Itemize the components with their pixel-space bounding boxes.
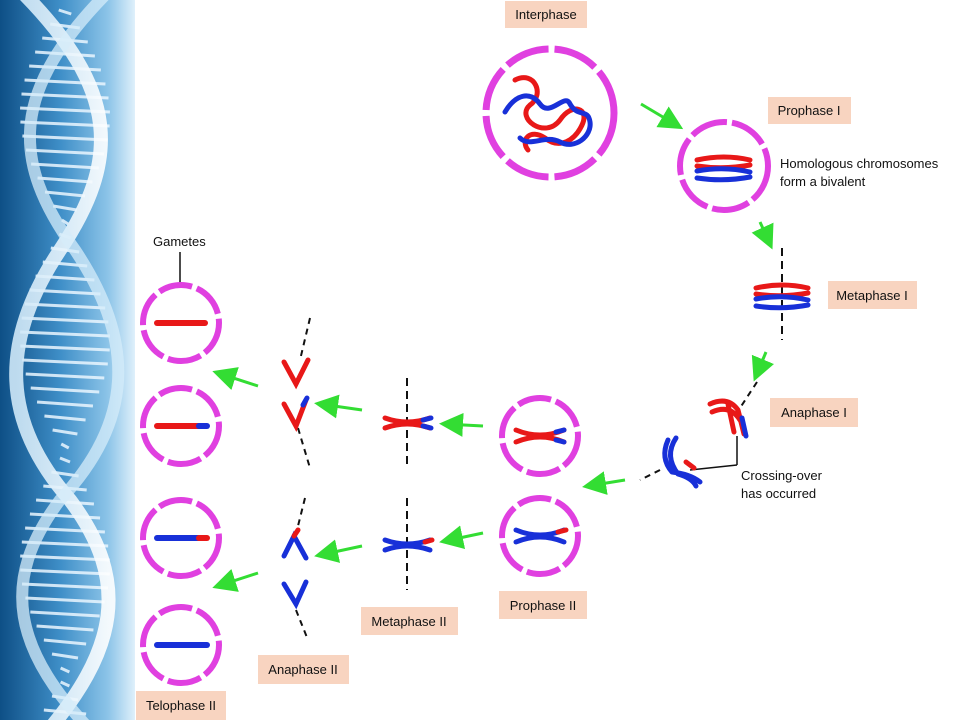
interphase-cell [482, 45, 618, 181]
crossing-over-note-line1: Crossing-over [741, 468, 823, 483]
svg-text:Metaphase I: Metaphase I [836, 288, 908, 303]
arrow-metaphase-1-to-anaphase-1 [751, 351, 774, 382]
metaphase-2-top [382, 378, 434, 468]
svg-text:Prophase II: Prophase II [510, 598, 577, 613]
gamete-cell-2 [140, 385, 222, 467]
prophase-1-cell [677, 119, 771, 213]
crossing-over-note-line2: has occurred [741, 486, 816, 501]
svg-text:Prophase I: Prophase I [778, 103, 841, 118]
svg-text:Anaphase II: Anaphase II [268, 662, 337, 677]
label-metaphase-2: Metaphase II [361, 607, 458, 635]
bivalent-note-line2: form a bivalent [780, 174, 866, 189]
svg-text:Metaphase II: Metaphase II [371, 614, 446, 629]
svg-text:Anaphase I: Anaphase I [781, 405, 847, 420]
gamete-cell-3 [140, 497, 222, 579]
arrow-anaphase-2a-to-telophase [212, 367, 259, 390]
interphase-chromatin-blue [502, 93, 593, 147]
label-prophase-1: Prophase I [768, 97, 851, 124]
metaphase-2-bottom [382, 498, 435, 590]
prophase-2-cell-top [499, 395, 581, 477]
label-interphase: Interphase [505, 1, 587, 28]
crossing-over-pointer [689, 436, 738, 471]
label-metaphase-1: Metaphase I [828, 281, 917, 309]
dna-helix-sidebar [0, 0, 135, 720]
gamete-cell-1 [140, 282, 222, 364]
metaphase-1-bivalent [753, 248, 811, 340]
arrow-interphase-to-prophase-1 [640, 102, 684, 130]
arrow-prophase-1-to-metaphase-1 [751, 221, 774, 250]
arrow-metaphase-2b-to-anaphase-2b [314, 539, 363, 563]
arrow-prophase-2a-to-metaphase-2a [439, 412, 484, 437]
svg-text:Telophase II: Telophase II [146, 698, 216, 713]
arrow-metaphase-2a-to-anaphase-2a [314, 394, 363, 419]
gamete-cell-4 [140, 604, 222, 686]
arrow-anaphase-1-to-prophase-2 [582, 471, 626, 495]
label-anaphase-1: Anaphase I [770, 398, 858, 427]
arrow-anaphase-2b-to-telophase [212, 569, 259, 592]
gametes-label: Gametes [153, 234, 206, 249]
prophase-2-cell-bottom [499, 495, 581, 577]
label-prophase-2: Prophase II [499, 591, 587, 619]
anaphase-1-chromosomes [639, 381, 758, 489]
svg-text:Interphase: Interphase [515, 7, 576, 22]
label-telophase-2: Telophase II [136, 691, 226, 720]
arrow-prophase-2b-to-metaphase-2b [439, 525, 484, 550]
label-anaphase-2: Anaphase II [258, 655, 349, 684]
anaphase-2-top [281, 317, 311, 469]
bivalent-note-line1: Homologous chromosomes [780, 156, 939, 171]
anaphase-2-bottom [281, 497, 309, 641]
